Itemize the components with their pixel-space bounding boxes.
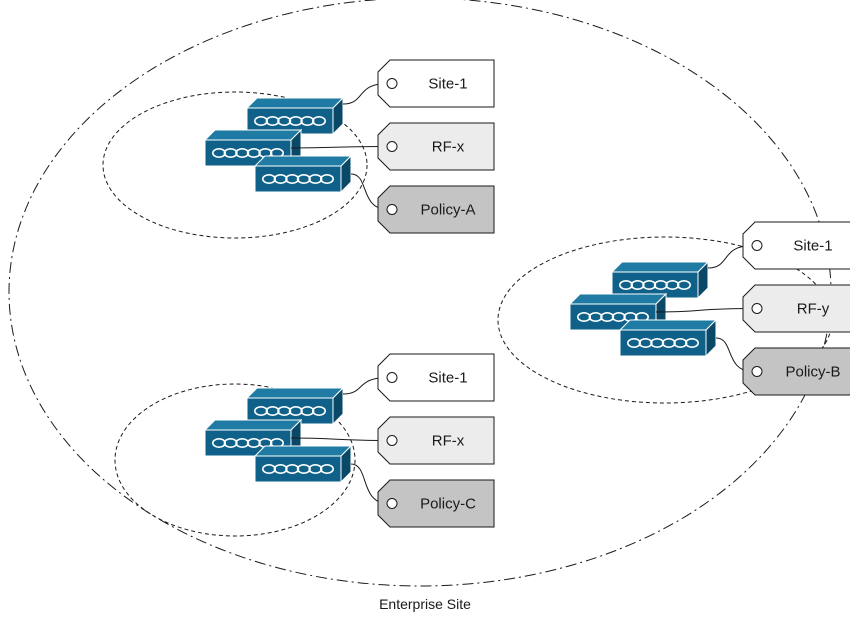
tag-label: Site-1 — [428, 76, 467, 93]
access-point-icon — [253, 444, 353, 484]
access-point-icon — [610, 260, 710, 300]
tag-hole-icon — [751, 240, 763, 251]
tag-label: Policy-A — [420, 202, 475, 219]
ap-groups-layer: Site-1RF-xPolicy-ASite-1RF-yPolicy-BSite… — [102, 59, 850, 537]
site-tag: Site-1 — [377, 59, 495, 108]
tag-connector-wire — [290, 437, 389, 441]
ap-group-boundary — [102, 91, 368, 239]
access-point-icon — [245, 96, 345, 136]
tag-label: RF-y — [797, 301, 830, 318]
policy-tag: Policy-C — [377, 479, 495, 528]
tag-hole-icon — [751, 366, 763, 377]
tag-hole-icon — [751, 303, 763, 314]
tag-hole-icon — [386, 141, 398, 152]
enterprise-site-label: Enterprise Site — [379, 596, 471, 612]
tag-connector-wire — [655, 308, 754, 313]
access-point-icon — [618, 318, 718, 358]
tag-label: RF-x — [432, 139, 465, 156]
tag-connector-wire — [290, 146, 389, 149]
tag-label: Policy-C — [420, 496, 476, 513]
tag-label: Policy-B — [785, 364, 840, 381]
policy-tag: Policy-B — [742, 347, 850, 396]
tag-hole-icon — [386, 204, 398, 215]
tag-label: Site-1 — [793, 238, 832, 255]
site-tag: Site-1 — [377, 353, 495, 402]
tag-hole-icon — [386, 498, 398, 509]
tag-label: Site-1 — [428, 370, 467, 387]
rf-tag: RF-x — [377, 122, 495, 171]
ap-group-boundary — [114, 383, 356, 537]
access-point-icon — [245, 386, 345, 426]
tag-hole-icon — [386, 78, 398, 89]
tag-hole-icon — [386, 435, 398, 446]
access-point-icon — [253, 154, 353, 194]
tag-label: RF-x — [432, 433, 465, 450]
rf-tag: RF-y — [742, 284, 850, 333]
rf-tag: RF-x — [377, 416, 495, 465]
tag-hole-icon — [386, 372, 398, 383]
access-point-icon — [568, 292, 668, 332]
site-tag: Site-1 — [742, 221, 850, 270]
policy-tag: Policy-A — [377, 185, 495, 234]
